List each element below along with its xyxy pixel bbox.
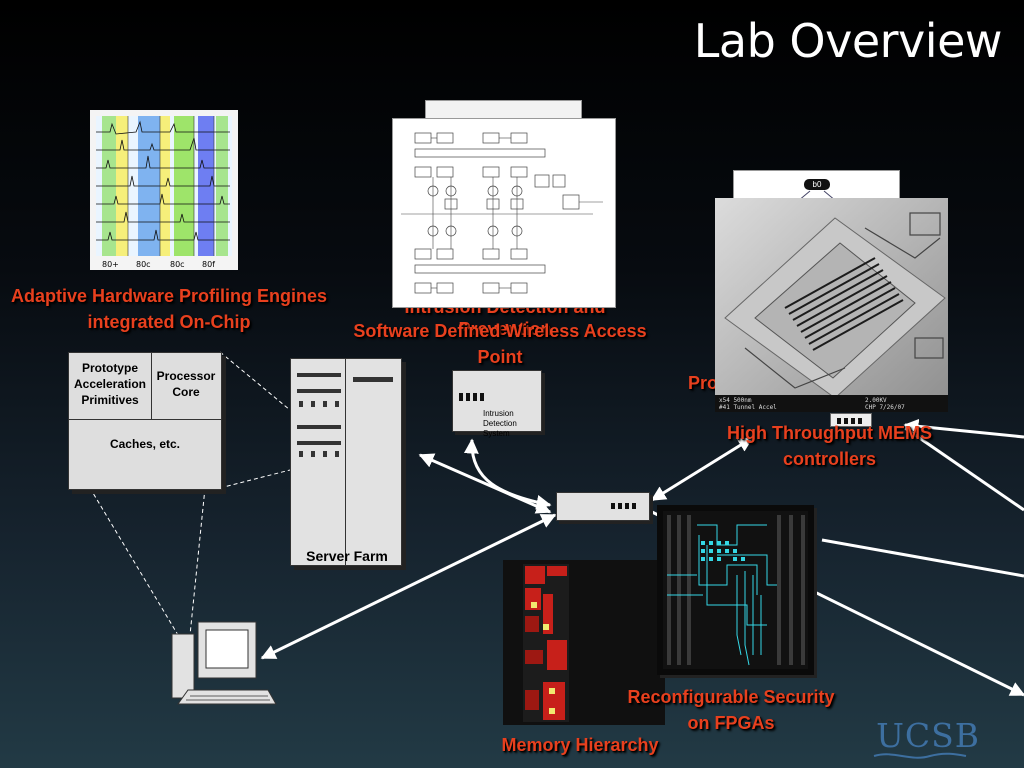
plot-tick: 80c [136, 260, 151, 269]
ucsb-logo-text: UCSB [876, 716, 980, 755]
dashed-line [219, 469, 291, 489]
chip-caches-label: Caches, etc. [109, 437, 181, 451]
svg-text:CHP 7/26/07: CHP 7/26/07 [865, 404, 905, 411]
dashed-line [89, 487, 179, 636]
fpga-layout-image [657, 505, 814, 675]
memory-hierarchy-image [503, 560, 665, 725]
server-farm: Server Farm [290, 358, 402, 566]
network-switch [556, 492, 650, 521]
page-title: Lab Overview [693, 14, 1003, 68]
caption-fpga: Reconfigurable Security on FPGAs [627, 687, 835, 733]
caption-processors-hidden: Pro [688, 373, 719, 393]
caption-profiling: Adaptive Hardware Profiling Engines inte… [10, 286, 328, 332]
arrow-ids [463, 438, 552, 510]
dashed-line [219, 351, 291, 411]
plot-tick: 80f [202, 260, 215, 269]
arrow-server [418, 453, 552, 514]
ids-label: Intrusion Detection System [483, 409, 517, 438]
sem-info-right: 2.00KV [865, 397, 887, 404]
server-farm-label: Server Farm [306, 548, 388, 564]
mems-sem-image: x54 500nm #41 Tunnel Accel 2.00KV CHP 7/… [715, 198, 948, 412]
dashed-line [189, 487, 206, 636]
chip-proto-block: Prototype Acceleration Primitives [69, 353, 152, 420]
chip-proto-label: Prototype Acceleration Primitives [73, 361, 147, 407]
plot-tick: 80c [170, 260, 185, 269]
ucsb-logo: UCSB [873, 716, 980, 759]
svg-text:#41 Tunnel Accel: #41 Tunnel Accel [719, 404, 777, 411]
caption-memory: Memory Hierarchy [501, 735, 659, 755]
caption-mems: High Throughput MEMS controllers [727, 423, 932, 469]
profiling-plot-image: 80+ 80c 80c 80f [90, 110, 238, 270]
intrusion-detection-system: Intrusion Detection System [452, 370, 542, 438]
arrow-offscreen-4 [904, 426, 1024, 512]
diagram-node-b0: b0 [804, 179, 830, 190]
arrow-workstation [260, 513, 557, 660]
workstation-computer [170, 620, 280, 710]
signal-flow-diagram [392, 118, 616, 308]
chip-core-label: Processor Core [156, 369, 216, 399]
sem-info-left: x54 500nm [719, 397, 752, 404]
arrow-offscreen-3 [903, 418, 1024, 439]
arrow-offscreen-2 [821, 538, 1024, 578]
plot-tick: 80+ [102, 260, 119, 269]
arrow-mems [650, 436, 754, 502]
chip-block-diagram: Prototype Acceleration Primitives Proces… [68, 352, 222, 490]
caption-wireless: Software Defined Wireless Access Point [353, 321, 647, 367]
mems-controller-device [830, 413, 872, 427]
chip-core-block: Processor Core [152, 353, 221, 420]
